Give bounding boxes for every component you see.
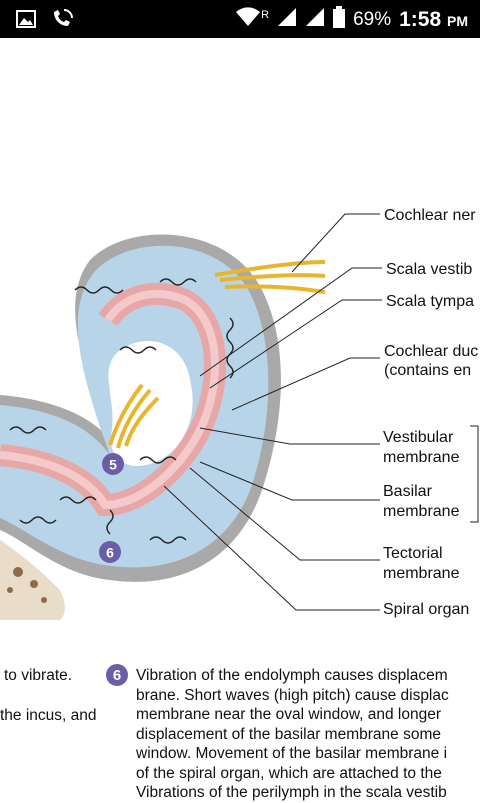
wifi-call-icon: [50, 8, 74, 35]
wifi-icon: [235, 7, 261, 32]
label-spiral-organ: Spiral organ: [383, 601, 470, 618]
step-6-badge: [99, 541, 121, 563]
clock-ampm: PM: [447, 12, 468, 29]
step6-text-line: Vibrations of the perilymph in the scala…: [136, 784, 447, 801]
battery-percent: 69%: [353, 8, 392, 30]
label-vestibular-line2: membrane: [383, 449, 460, 466]
cochlear-nerve: [108, 260, 326, 449]
step6-text-line: brane. Short waves (high pitch) cause di…: [136, 686, 449, 704]
cochlea-diagram: 5 6: [0, 213, 479, 620]
left-text-line2: the incus, and: [0, 707, 97, 724]
label-basilar-line2: membrane: [383, 503, 460, 520]
cochlear-duct-inner: [0, 289, 219, 510]
label-cochlear-nerve: Cochlear ner: [384, 207, 476, 224]
left-text-line1: to vibrate.: [4, 667, 73, 684]
label-scala-tympani: Scala tympa: [386, 293, 475, 310]
label-vestibular-line1: Vestibular: [383, 429, 454, 446]
roaming-indicator: R: [261, 8, 270, 21]
status-bar: R 69% 1:58 PM: [0, 0, 480, 38]
caption-text: to vibrate. the incus, and Vibration of …: [0, 656, 480, 801]
battery-icon: [333, 6, 346, 33]
step-5-badge: [102, 453, 124, 475]
clock: 1:58 PM: [399, 8, 468, 32]
label-cochlear-duct-line2: (contains en: [384, 362, 472, 379]
label-scala-vestibuli: Scala vestib: [386, 261, 473, 278]
step-6-text-badge: 6: [106, 664, 128, 686]
label-cochlear-duct-line1: Cochlear duc: [384, 343, 479, 360]
step-6-label: 6: [106, 545, 114, 561]
clock-time: 1:58: [399, 7, 442, 31]
bone-tissue: [0, 540, 65, 620]
vibration-arrows: [9, 278, 234, 544]
step6-text-line: Vibration of the endolymph causes displa…: [136, 667, 448, 684]
signal-icon: [305, 7, 325, 32]
label-basilar-line1: Basilar: [383, 483, 432, 500]
label-tectorial-line2: membrane: [383, 565, 460, 582]
step6-text-line: window. Movement of the basilar membrane…: [136, 745, 448, 762]
signal-icon: [277, 7, 297, 32]
step6-text-line: membrane near the oval window, and longe…: [136, 706, 442, 723]
gallery-icon: [16, 10, 36, 33]
step6-text-line: of the spiral organ, which are attached …: [136, 764, 442, 782]
label-tectorial-line1: Tectorial: [383, 545, 443, 562]
leader-lines: [163, 213, 479, 611]
step6-text-line: displacement of the basilar membrane som…: [136, 725, 441, 743]
step-5-label: 5: [109, 457, 117, 473]
